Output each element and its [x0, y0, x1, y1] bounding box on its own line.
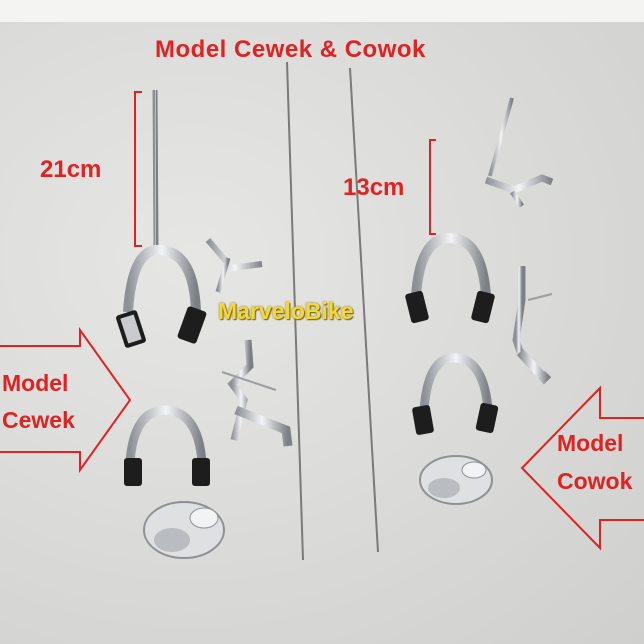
left-top-caliper: [116, 89, 207, 348]
long-cable-left: [286, 61, 304, 561]
right-bottom-caliper: [412, 324, 499, 435]
right-lever: [512, 266, 553, 385]
arrow-left-icon: [520, 385, 644, 551]
label-right-line2: Cowok: [557, 468, 633, 494]
right-parts-pile: [419, 455, 493, 505]
long-cable-right: [349, 67, 379, 553]
right-top-caliper: [405, 134, 495, 324]
left-parts-pile: [143, 501, 225, 559]
measure-label-left: 21cm: [40, 156, 102, 183]
measure-bracket-left: [134, 91, 142, 247]
label-left-line1: Model: [2, 370, 69, 396]
top-strip: [0, 0, 644, 22]
label-right-line1: Model: [557, 430, 624, 456]
measure-label-right: 13cm: [343, 174, 405, 201]
right-top-linkage: [484, 97, 554, 208]
left-lever-plate: [221, 339, 293, 447]
watermark: MarveloBike: [218, 298, 354, 324]
measure-bracket-right: [429, 139, 436, 235]
arrow-right-icon: [0, 326, 132, 474]
label-left-line2: Cewek: [2, 407, 75, 433]
page-title: Model Cewek & Cowok: [155, 36, 426, 63]
left-rod-arm: [205, 104, 263, 293]
left-bottom-caliper: [124, 372, 210, 486]
